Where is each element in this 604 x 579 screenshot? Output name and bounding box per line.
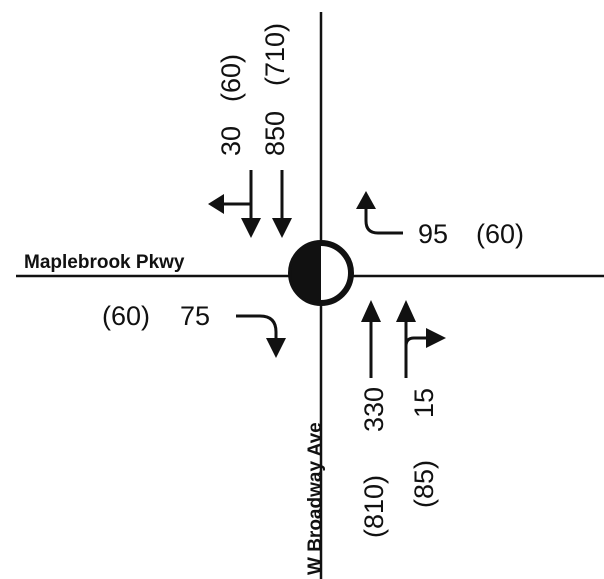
street-name-broadway: W Broadway Ave xyxy=(305,422,326,575)
southbound-right-turn-arrow xyxy=(208,170,261,238)
sb-right-am-volume: 30 xyxy=(216,126,246,156)
eastbound-right-turn-arrow xyxy=(236,314,286,358)
nb-through-am-volume: 330 xyxy=(359,387,389,432)
westbound-right-turn-arrow xyxy=(356,191,403,235)
sb-right-pm-volume: (60) xyxy=(216,54,246,102)
eb-right-am-volume: 75 xyxy=(180,301,210,331)
eb-right-pm-volume: (60) xyxy=(102,301,150,331)
northbound-right-turn-arrow xyxy=(396,300,446,378)
nb-right-pm-volume: (85) xyxy=(409,460,439,508)
sb-through-am-volume: 850 xyxy=(260,111,290,156)
nb-through-pm-volume: (810) xyxy=(359,475,389,538)
wb-right-am-volume: 95 xyxy=(418,219,448,249)
nb-right-am-volume: 15 xyxy=(409,388,439,418)
intersection-control-icon xyxy=(288,240,354,306)
southbound-through-arrow xyxy=(272,170,292,238)
wb-right-pm-volume: (60) xyxy=(476,219,524,249)
northbound-through-arrow xyxy=(361,300,381,378)
street-name-maplebrook: Maplebrook Pkwy xyxy=(24,252,185,273)
sb-through-pm-volume: (710) xyxy=(260,23,290,86)
